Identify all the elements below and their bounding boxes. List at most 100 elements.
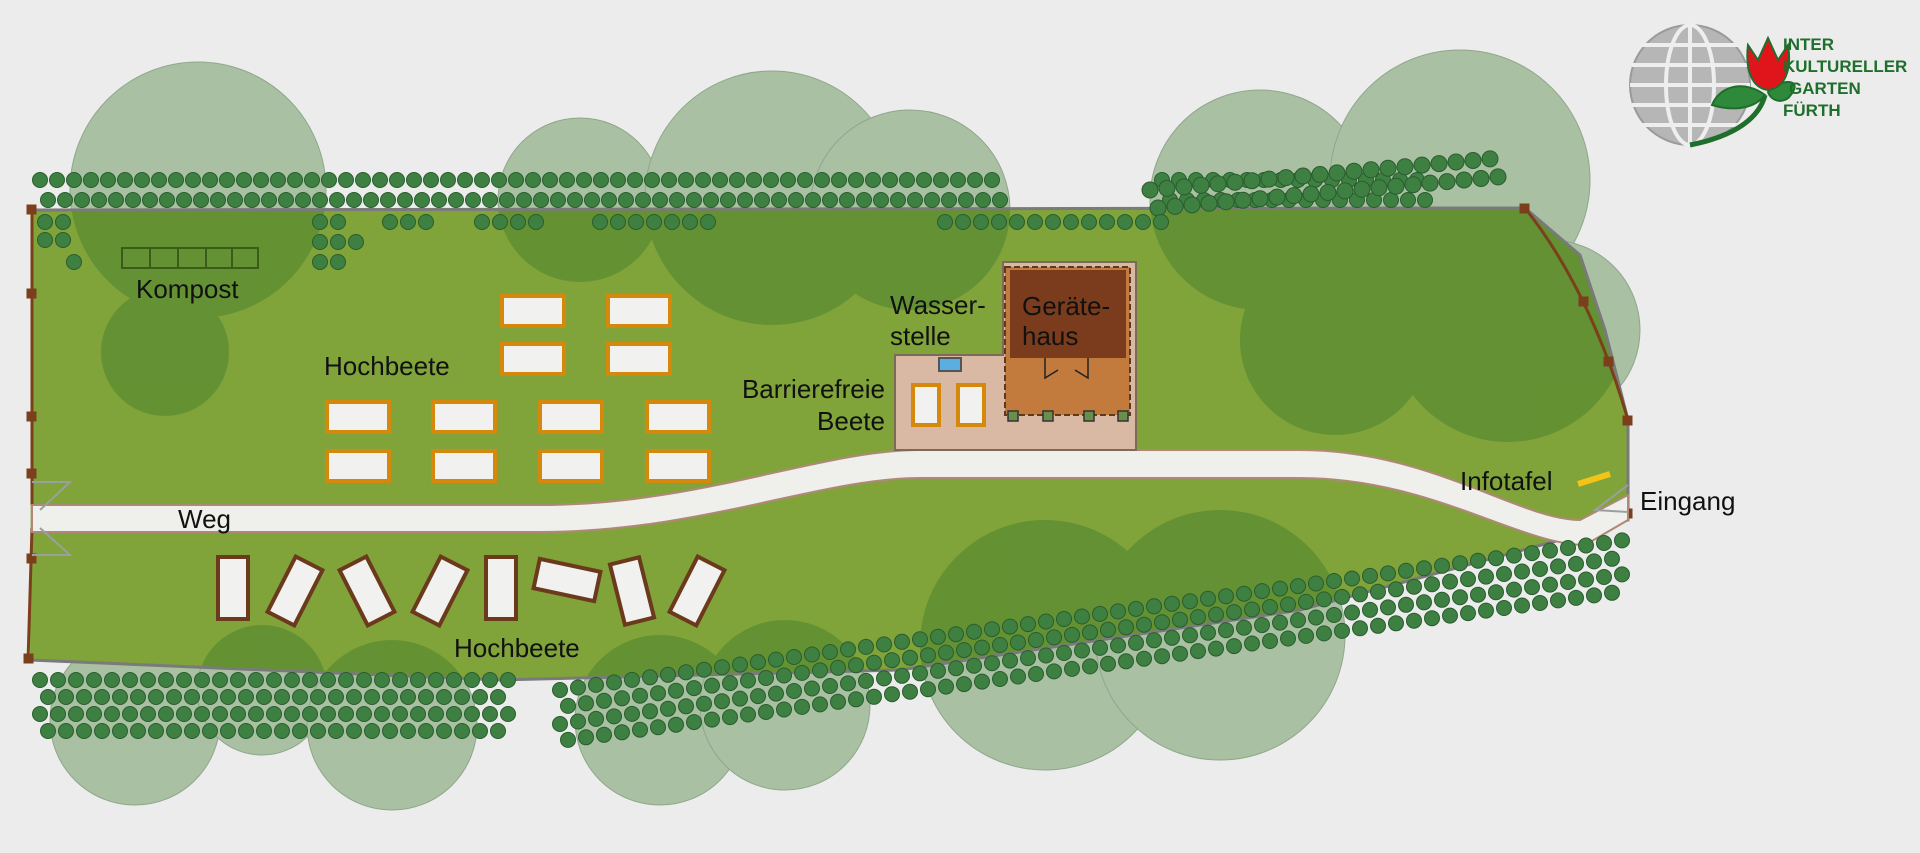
shrub (292, 723, 308, 739)
shrub (975, 192, 991, 208)
shrub (1352, 586, 1368, 603)
shrub (1524, 579, 1540, 596)
shrub (840, 641, 856, 658)
shrub (839, 192, 855, 208)
shrub (374, 706, 390, 722)
shrub (1578, 537, 1594, 554)
shrub (374, 672, 390, 688)
shrub (1092, 605, 1108, 622)
shrub (1285, 187, 1303, 205)
label-eingang: Eingang (1640, 486, 1735, 516)
shrub (1398, 562, 1414, 579)
shrub (329, 192, 345, 208)
shrub (1020, 616, 1036, 633)
shrub (491, 172, 507, 188)
shrub (1488, 550, 1504, 567)
shrub (1135, 214, 1151, 230)
shrub (899, 172, 915, 188)
shrub (858, 638, 874, 655)
shrub (528, 214, 544, 230)
shrub (1146, 598, 1162, 615)
shrub (876, 636, 892, 653)
shrub (372, 172, 388, 188)
shrub (822, 678, 838, 694)
shrub (924, 192, 940, 208)
shrub (1290, 612, 1306, 629)
shrub (686, 680, 702, 697)
shrub (140, 672, 156, 688)
shrub (1010, 668, 1026, 685)
shrub (287, 172, 303, 188)
shrub (355, 172, 371, 188)
shrub (1009, 214, 1025, 230)
shrub (596, 726, 612, 743)
shrub (274, 723, 290, 739)
globe-tulip-icon (1629, 23, 1796, 148)
shrub (902, 683, 918, 700)
shrub (768, 685, 784, 702)
shrub (1236, 619, 1252, 636)
shrub (696, 695, 712, 712)
shrub (1421, 174, 1439, 192)
shrub (1496, 600, 1512, 616)
shrub (248, 706, 264, 722)
shrub (588, 710, 604, 727)
shrub (956, 676, 972, 693)
shrub (1406, 578, 1422, 595)
shrub (700, 214, 716, 230)
shrub (771, 192, 787, 208)
shrub (142, 192, 158, 208)
shrub (1141, 181, 1159, 199)
shrub (650, 685, 666, 702)
shrub (578, 729, 594, 746)
shrub (86, 706, 102, 722)
shrub (1352, 620, 1368, 637)
shrub (1038, 647, 1054, 664)
shrub (1226, 604, 1242, 621)
shrub (328, 723, 344, 739)
shrub (1027, 214, 1043, 230)
shrub (974, 673, 990, 690)
shrub (1208, 606, 1224, 623)
shrub (151, 172, 167, 188)
shrub (848, 657, 864, 674)
shrub (202, 723, 218, 739)
shrub (32, 672, 48, 688)
shrub (356, 706, 372, 722)
shrub (1370, 617, 1386, 634)
shrub (428, 706, 444, 722)
shrub (1542, 542, 1558, 559)
shrub (400, 723, 416, 739)
shrub (668, 716, 684, 733)
shrub (754, 192, 770, 208)
shrub (55, 232, 71, 248)
label-kompost: Kompost (136, 274, 239, 304)
shrub (1209, 175, 1227, 193)
shrub (32, 706, 48, 722)
shrub (967, 172, 983, 188)
shrub (140, 706, 156, 722)
shrub (1294, 167, 1312, 185)
shrub (392, 672, 408, 688)
shrub (266, 672, 282, 688)
shrub (76, 689, 92, 705)
shrub (1586, 553, 1602, 570)
shrub (1280, 596, 1296, 613)
shrub (1254, 617, 1270, 634)
shrub (560, 697, 576, 714)
shrub (758, 670, 774, 686)
shrub (1380, 599, 1396, 616)
shrub (628, 214, 644, 230)
shrub (966, 623, 982, 640)
shrub (302, 706, 318, 722)
shrub (104, 706, 120, 722)
shrub (68, 706, 84, 722)
shrub (652, 192, 668, 208)
shrub (1136, 650, 1152, 667)
shrub (1272, 614, 1288, 631)
shrub (1442, 573, 1458, 590)
shrub (1413, 156, 1431, 174)
shrub (614, 690, 630, 707)
shrub (194, 706, 210, 722)
shrub (682, 214, 698, 230)
